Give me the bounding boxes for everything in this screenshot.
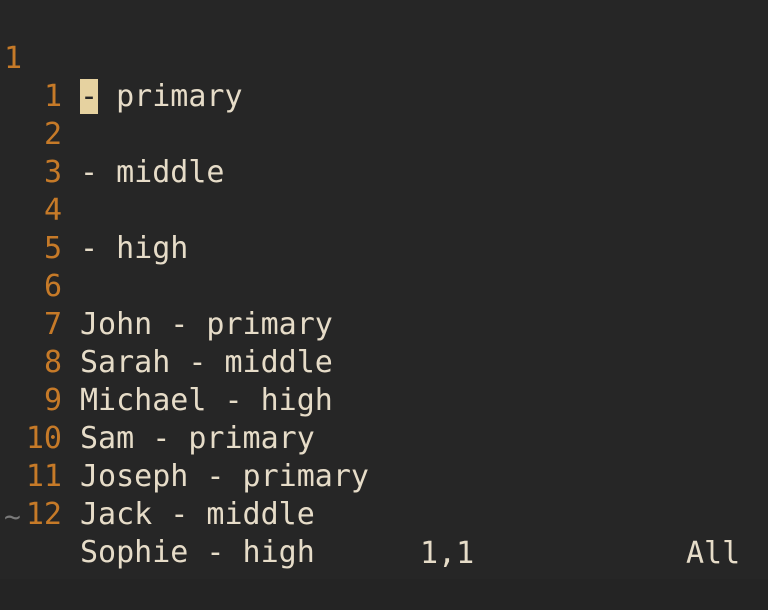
line-number: 12	[25, 497, 62, 532]
line-number: 1	[43, 79, 62, 114]
buffer-line[interactable]: 1	[0, 40, 768, 114]
line-text: Sarah - middle	[80, 345, 333, 380]
line-number: 4	[43, 193, 62, 228]
buffer-line[interactable]: 6 John - primary	[0, 230, 768, 342]
line-number: 2	[43, 117, 62, 152]
cursor-position: 1,1	[420, 536, 475, 571]
buffer-lines[interactable]: 1 - primary 1 2 - middle 3 4 - high 5 6 …	[0, 2, 768, 570]
current-line-text[interactable]: - primary	[80, 78, 243, 116]
buffer-line[interactable]: 11 Jack - middle	[0, 420, 768, 532]
line-number: 3	[43, 155, 62, 190]
buffer-line[interactable]: 12 Sophie - high	[0, 458, 768, 570]
buffer-line[interactable]: 3	[0, 116, 768, 190]
line-text: Jack - middle	[80, 497, 315, 532]
line-text: John - primary	[80, 307, 333, 342]
buffer-line[interactable]: 5	[0, 192, 768, 266]
line-number: 9	[43, 383, 62, 418]
line-number: 5	[43, 231, 62, 266]
block-cursor: -	[80, 79, 99, 114]
line-text: - high	[80, 231, 189, 266]
line-number: 7	[43, 307, 62, 342]
current-line-rest: primary	[98, 79, 243, 114]
current-line-number: 1	[4, 41, 23, 76]
line-text: - middle	[80, 155, 225, 190]
line-text: Sophie - high	[80, 535, 315, 570]
buffer-line[interactable]: 7 Sarah - middle	[0, 268, 768, 380]
line-text: Joseph - primary	[80, 459, 369, 494]
status-line: 1,1 All	[0, 534, 768, 574]
line-number: 10	[25, 421, 62, 456]
line-number: 11	[25, 459, 62, 494]
buffer-line[interactable]: 10 Joseph - primary	[0, 382, 768, 494]
vim-editor[interactable]: 1 - primary 1 2 - middle 3 4 - high 5 6 …	[0, 0, 768, 579]
line-text: Sam - primary	[80, 421, 315, 456]
line-text: Michael - high	[80, 383, 333, 418]
buffer-line[interactable]: 2 - middle	[0, 78, 768, 190]
buffer-line[interactable]: 8 Michael - high	[0, 306, 768, 418]
line-number: 6	[43, 269, 62, 304]
line-number: 8	[43, 345, 62, 380]
empty-line-marker: ~	[4, 500, 21, 533]
current-line[interactable]: 1 - primary	[0, 2, 768, 114]
buffer-line[interactable]: 4 - high	[0, 154, 768, 266]
buffer-line[interactable]: 9 Sam - primary	[0, 344, 768, 456]
scroll-indicator: All	[686, 536, 741, 571]
